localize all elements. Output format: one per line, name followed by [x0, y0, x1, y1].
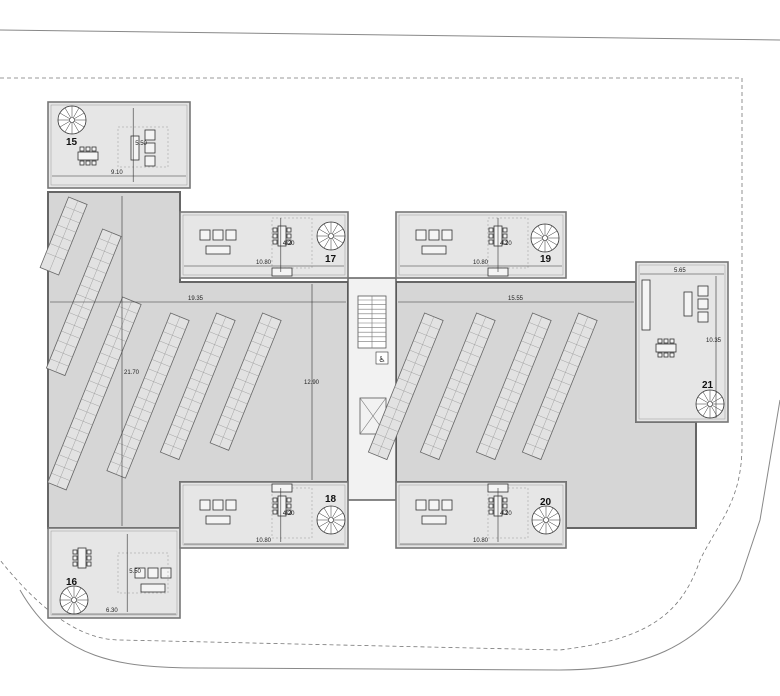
unit-21-width-dim: 5.65 — [674, 268, 686, 274]
stair-core: ♿ — [347, 277, 397, 501]
unit-15-depth-dim: 5.50 — [135, 141, 147, 147]
unit-21-terrace: 5.65 10.35 — [635, 261, 729, 423]
unit-17-terrace: 10.80 4.20 — [179, 211, 349, 279]
solar-panel-array — [106, 312, 190, 479]
solar-panel-array — [419, 312, 496, 461]
solar-panel-array — [521, 312, 598, 461]
roof-left-depth: 21.70 — [124, 370, 140, 376]
unit-16-label: 16 — [66, 577, 78, 588]
unit-19-depth-dim: 4.20 — [500, 241, 512, 247]
unit-19-width-dim: 10.80 — [473, 260, 489, 266]
site-boundary — [0, 29, 780, 671]
solar-panel-array — [159, 312, 236, 461]
roof-mid-depth: 12.90 — [304, 380, 320, 386]
accessible-icon: ♿ — [378, 355, 385, 364]
unit-18-width-dim: 10.80 — [256, 538, 272, 544]
roof-left-width: 19.35 — [188, 296, 204, 302]
unit-16-depth-dim: 5.50 — [129, 569, 141, 575]
unit-18-terrace: 10.80 4.20 — [179, 481, 349, 549]
unit-20-depth-dim: 4.20 — [500, 511, 512, 517]
unit-17-depth-dim: 4.20 — [283, 241, 295, 247]
unit-18-label: 18 — [325, 494, 337, 505]
unit-20-terrace: 10.80 4.20 — [395, 481, 567, 549]
unit-19-label: 19 — [540, 254, 552, 265]
roof-right-width: 15.55 — [508, 296, 524, 302]
unit-17-label: 17 — [325, 254, 337, 265]
unit-19-terrace: 10.80 4.20 — [395, 211, 567, 279]
solar-panel-array — [367, 312, 444, 461]
unit-15-label: 15 — [66, 137, 78, 148]
unit-17-width-dim: 10.80 — [256, 260, 272, 266]
solar-panel-array — [47, 296, 142, 491]
solar-panel-array — [475, 312, 552, 461]
unit-15-width-dim: 9.10 — [111, 170, 123, 176]
unit-16-width-dim: 6.30 — [106, 608, 118, 614]
unit-15-terrace: 9.10 5.50 — [47, 101, 191, 189]
solar-panel-array — [209, 312, 282, 451]
unit-21-depth-dim: 10.35 — [706, 338, 722, 344]
unit-18-depth-dim: 4.20 — [283, 511, 295, 517]
unit-20-width-dim: 10.80 — [473, 538, 489, 544]
roof-dimensions: 19.35 21.70 12.90 15.55 — [50, 196, 634, 526]
unit-21-label: 21 — [702, 380, 714, 391]
solar-panel-array — [39, 196, 88, 276]
unit-20-label: 20 — [540, 497, 552, 508]
unit-16-terrace: 6.30 5.50 — [47, 527, 181, 619]
